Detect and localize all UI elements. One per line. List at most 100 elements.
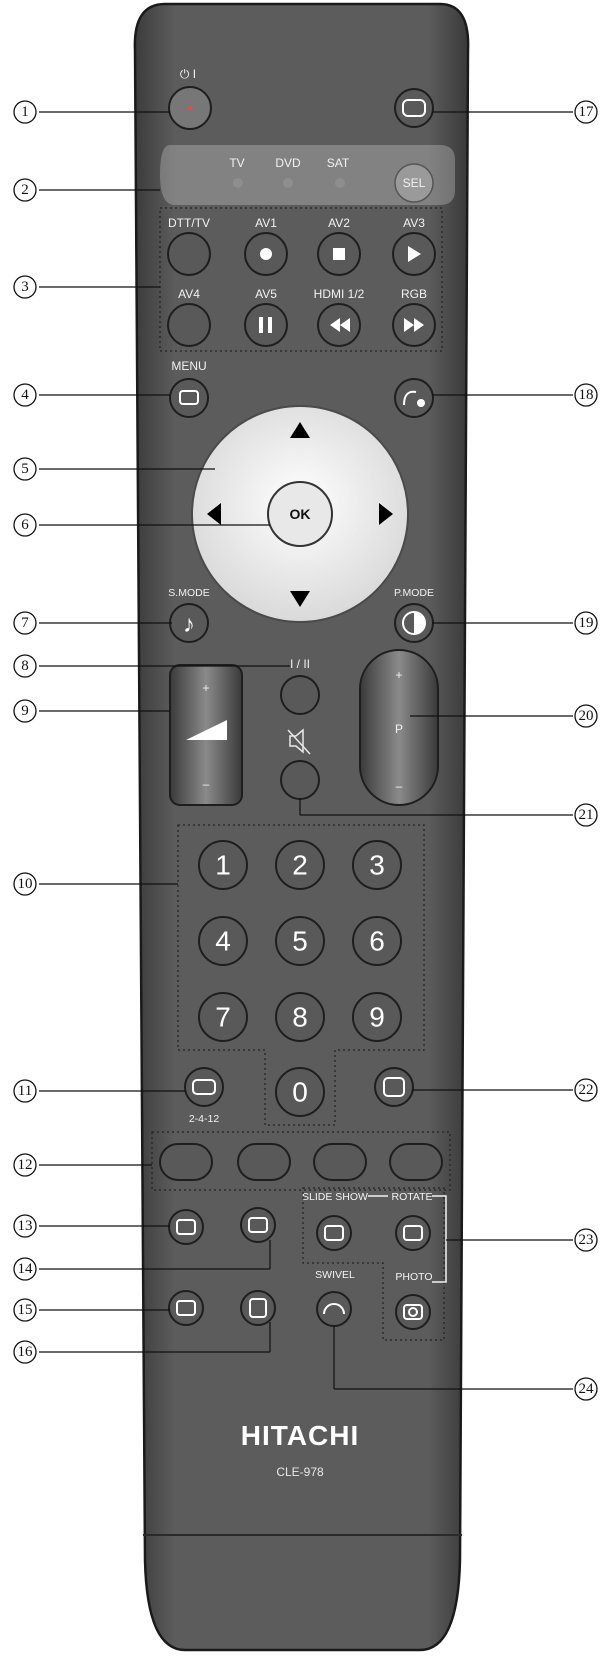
volume-rocker[interactable] (169, 664, 243, 806)
callout-2: 2 (21, 182, 29, 198)
return-icon (403, 390, 417, 406)
callout-15: 15 (18, 1302, 33, 1318)
model-label: CLE-978 (276, 1465, 324, 1479)
index-icon (176, 1219, 196, 1235)
teletext-size-button[interactable] (240, 1290, 276, 1326)
teletext-mix-button[interactable] (374, 1067, 414, 1107)
digit-3-button[interactable] (352, 840, 402, 890)
power-label: ⏻ I (180, 67, 196, 81)
volume-minus-label: – (203, 777, 210, 791)
av-row-1 (167, 232, 436, 276)
pmode-button[interactable] (394, 603, 434, 643)
callout-12: 12 (18, 1157, 33, 1173)
source-selector (160, 145, 455, 205)
program-plus-label: + (395, 668, 402, 682)
callout-7: 7 (21, 615, 29, 631)
digit-8-button[interactable] (275, 992, 325, 1042)
menu-button[interactable] (169, 378, 209, 418)
photo-label: PHOTO (395, 1271, 432, 1283)
hdmi-label: HDMI 1/2 (314, 287, 365, 301)
callout-6: 6 (21, 517, 29, 533)
pmode-label: P.MODE (394, 587, 434, 599)
callout-10: 10 (18, 876, 33, 892)
callout-11: 11 (18, 1083, 32, 1099)
stop-icon (333, 248, 345, 260)
dual-sound-button[interactable] (280, 675, 320, 715)
av1-label: AV1 (255, 216, 277, 230)
info-icon (402, 99, 426, 117)
av4-button[interactable] (167, 303, 211, 347)
colour-group-outline (151, 1131, 451, 1191)
play-icon (408, 246, 421, 262)
tv-label: TV (229, 156, 244, 170)
mute-button[interactable] (280, 760, 320, 800)
program-label: P (395, 722, 403, 736)
colour-button-3[interactable] (313, 1143, 367, 1181)
digit-9-button[interactable] (352, 992, 402, 1042)
av5-pause-button[interactable] (244, 303, 288, 347)
rotate-icon (403, 1225, 423, 1241)
colour-button-1[interactable] (159, 1143, 213, 1181)
digit-0-button[interactable] (275, 1067, 325, 1117)
swap-button[interactable] (184, 1067, 224, 1107)
digit-1-button[interactable] (198, 840, 248, 890)
sel-label: SEL (403, 176, 426, 190)
sel-button[interactable] (394, 163, 434, 203)
callout-13: 13 (18, 1218, 33, 1234)
dtt-tv-label: DTT/TV (168, 216, 210, 230)
photo-button[interactable] (395, 1294, 431, 1330)
callouts-right (574, 100, 598, 1401)
av4-label: AV4 (178, 287, 200, 301)
swap-icon (192, 1079, 216, 1095)
callout-9: 9 (21, 703, 29, 719)
av2-label: AV2 (328, 216, 350, 230)
slideshow-button[interactable] (316, 1215, 352, 1251)
callout-20: 20 (579, 708, 594, 724)
up-arrow-icon (290, 422, 310, 438)
music-note-icon: ♪ (183, 611, 195, 638)
slideshow-label: SLIDE SHOW (302, 1191, 368, 1203)
swivel-button[interactable] (316, 1291, 352, 1327)
slideshow-icon (324, 1225, 344, 1241)
callout-18: 18 (579, 387, 594, 403)
power-button[interactable] (168, 86, 212, 130)
media-group-outline (302, 1187, 445, 1341)
tv-led (233, 178, 243, 188)
right-arrow-icon (379, 503, 393, 525)
sat-led (335, 178, 345, 188)
dtt-tv-button[interactable] (167, 232, 211, 276)
smode-button[interactable]: ♪ (169, 603, 209, 643)
swivel-icon (323, 1303, 345, 1315)
return-button[interactable] (394, 378, 434, 418)
colour-button-2[interactable] (237, 1143, 291, 1181)
down-arrow-icon (290, 591, 310, 607)
teletext-button[interactable] (168, 1290, 204, 1326)
mute-icon (287, 728, 311, 755)
av-row-2 (167, 303, 436, 347)
callout-17: 17 (579, 104, 595, 120)
colour-button-4[interactable] (389, 1143, 443, 1181)
callout-23: 23 (579, 1232, 594, 1248)
program-rocker[interactable] (359, 649, 439, 806)
rotate-button[interactable] (395, 1215, 431, 1251)
digit-7-button[interactable] (198, 992, 248, 1042)
sat-label: SAT (327, 156, 350, 170)
digit-2-button[interactable] (275, 840, 325, 890)
digit-5-button[interactable] (275, 916, 325, 966)
dvd-label: DVD (275, 156, 301, 170)
callout-lines (39, 111, 573, 1390)
callout-16: 16 (18, 1344, 34, 1360)
digit-6-button[interactable] (352, 916, 402, 966)
info-button[interactable] (394, 88, 434, 128)
ok-button[interactable] (267, 481, 333, 547)
rotate-label: ROTATE (391, 1191, 432, 1203)
teletext-index-button[interactable] (168, 1209, 204, 1245)
digit-4-label: 4 (215, 926, 231, 957)
teletext-mix-icon (383, 1077, 405, 1097)
digit-5-label: 5 (292, 926, 308, 957)
digit-4-button[interactable] (198, 916, 248, 966)
av3-label: AV3 (403, 216, 425, 230)
pause-icon (259, 317, 263, 333)
teletext-cancel-button[interactable] (240, 1207, 276, 1243)
callout-5: 5 (21, 461, 29, 477)
